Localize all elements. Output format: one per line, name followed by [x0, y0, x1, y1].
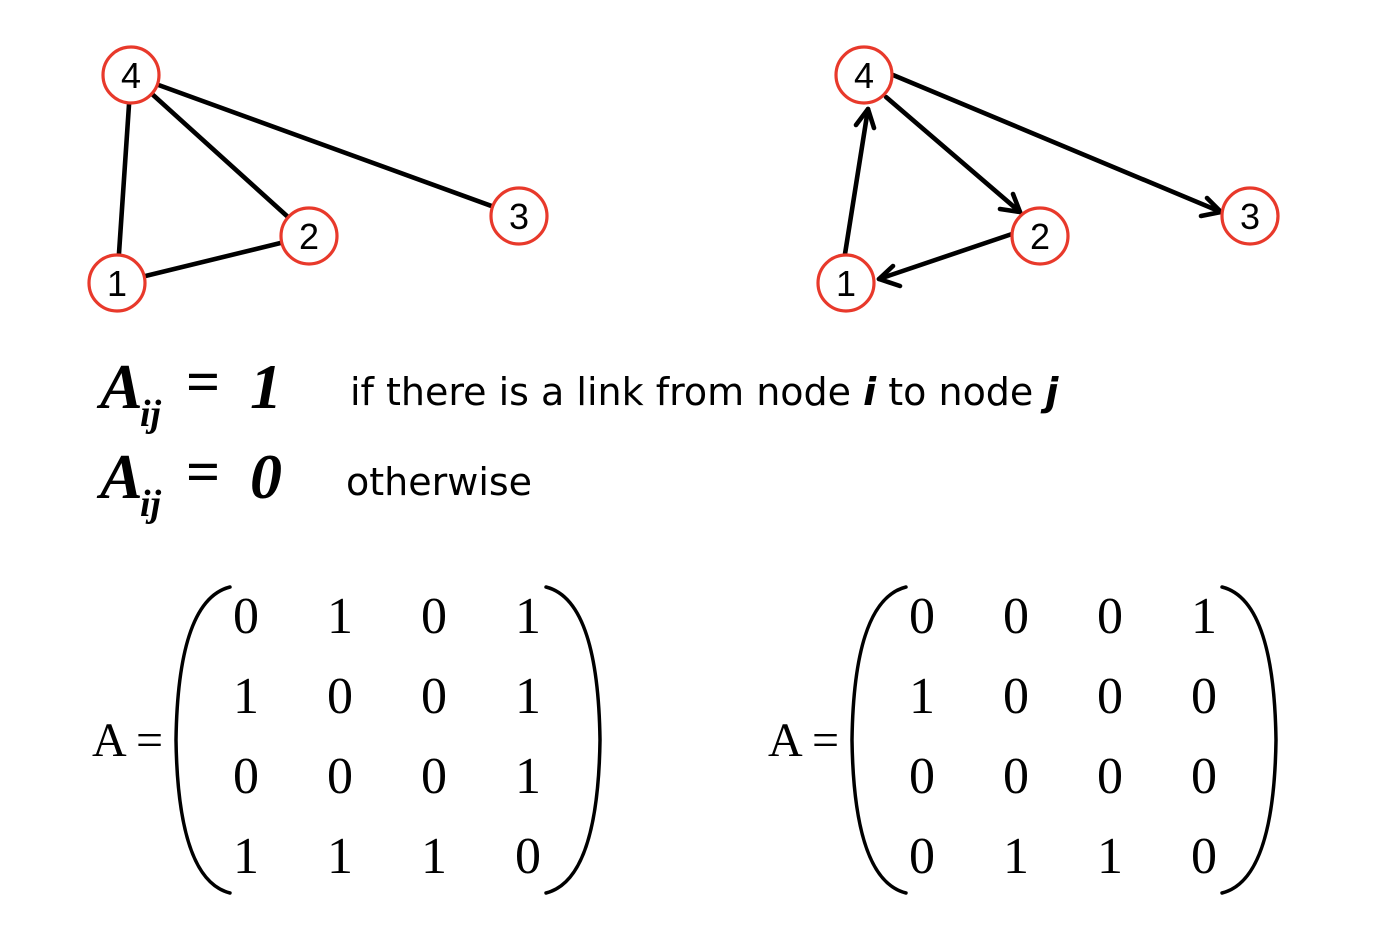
undirected-node-4: 4	[101, 45, 161, 105]
matrix-cell-r2-c2: 0	[1003, 668, 1029, 725]
text-part-a: if there is a link from node	[350, 370, 864, 414]
undirected-graph: 4 1 2 3	[87, 45, 549, 313]
matrix-cell-r4-c2: 1	[1003, 828, 1029, 885]
matrix-cell-r3-c1: 0	[233, 748, 259, 805]
svg-text:1: 1	[107, 263, 127, 304]
matrix-cell-r1-c1: 0	[909, 588, 935, 645]
matrix-cell-r2-c3: 0	[421, 668, 447, 725]
matrix-cell-r3-c4: 0	[1191, 748, 1217, 805]
matrix-cell-r4-c4: 0	[1191, 828, 1217, 885]
matrix-cell-r4-c3: 1	[421, 828, 447, 885]
matrix-cell-r1-c1: 0	[233, 588, 259, 645]
matrix-cell-r2-c4: 1	[515, 668, 541, 725]
matrix-cell-r4-c1: 1	[233, 828, 259, 885]
matrix-cell-r2-c4: 0	[1191, 668, 1217, 725]
matrix-cell-r2-c2: 0	[327, 668, 353, 725]
value-zero: 0	[250, 441, 282, 512]
right-paren	[1220, 585, 1278, 895]
arrowhead-2-to-1	[876, 263, 903, 289]
equals-sign: =	[186, 439, 221, 505]
matrix-cell-r3-c2: 0	[327, 748, 353, 805]
matrix-cell-r1-c4: 1	[1191, 588, 1217, 645]
subscript-ij: ij	[140, 483, 162, 525]
subscript-ij: ij	[140, 393, 162, 435]
matrix-cells: 0 1 0 1 1 0 0 1 0 0 0 1 1 1 1 0	[233, 588, 541, 885]
definition-text-2: otherwise	[346, 460, 533, 504]
value-one: 1	[250, 351, 282, 422]
matrix-cell-r1-c2: 0	[1003, 588, 1029, 645]
matrix-cell-r1-c2: 1	[327, 588, 353, 645]
directed-node-2: 2	[1010, 206, 1070, 266]
matrix-cell-r3-c1: 0	[909, 748, 935, 805]
matrix-cell-r4-c1: 0	[909, 828, 935, 885]
svg-text:3: 3	[1240, 196, 1260, 237]
edge-1-4	[114, 72, 134, 286]
matrix-cell-r1-c4: 1	[515, 588, 541, 645]
svg-text:2: 2	[299, 216, 319, 257]
matrix-cell-r2-c1: 1	[233, 668, 259, 725]
svg-text:1: 1	[836, 263, 856, 304]
definition-text-1: if there is a link from node i to node j	[350, 370, 1058, 414]
edge-4-to-3	[890, 72, 1224, 215]
edge-2-to-1	[876, 231, 1015, 282]
matrix-label: A =	[92, 714, 163, 767]
matrix-cell-r3-c2: 0	[1003, 748, 1029, 805]
edge-1-to-4	[842, 106, 871, 257]
matrix-cell-r4-c4: 0	[515, 828, 541, 885]
edge-1-2	[114, 233, 312, 286]
matrix-cell-r1-c3: 0	[1097, 588, 1123, 645]
undirected-edges	[114, 72, 522, 286]
undirected-node-1: 1	[87, 253, 147, 313]
edge-4-to-2	[883, 94, 1023, 215]
symbol-a: A	[100, 441, 143, 512]
right-paren	[544, 585, 602, 895]
directed-graph: 4 1 2 3	[816, 45, 1280, 313]
edge-3-4	[128, 72, 522, 219]
directed-matrix: A = 0 0 0 1 1 0 0 0 0 0 0 0 0 1 1 0	[768, 585, 1278, 895]
matrix-cell-r4-c2: 1	[327, 828, 353, 885]
matrix-cells: 0 0 0 1 1 0 0 0 0 0 0 0 0 1 1 0	[909, 588, 1217, 885]
var-j: j	[1045, 370, 1059, 414]
svg-text:4: 4	[121, 55, 141, 96]
left-paren	[850, 585, 908, 895]
matrix-cell-r3-c4: 1	[515, 748, 541, 805]
symbol-a: A	[100, 351, 143, 422]
directed-node-3: 3	[1220, 186, 1280, 246]
matrix-cell-r3-c3: 0	[421, 748, 447, 805]
svg-text:2: 2	[1030, 216, 1050, 257]
directed-node-4: 4	[834, 45, 894, 105]
var-i: i	[863, 370, 877, 414]
matrix-cell-r2-c3: 0	[1097, 668, 1123, 725]
left-paren	[174, 585, 232, 895]
svg-text:4: 4	[854, 55, 874, 96]
matrix-cell-r3-c3: 0	[1097, 748, 1123, 805]
matrix-cell-r2-c1: 1	[909, 668, 935, 725]
text-part-b: to node	[876, 370, 1046, 414]
matrix-cell-r1-c3: 0	[421, 588, 447, 645]
arrowhead-1-to-4	[853, 106, 877, 131]
undirected-node-3: 3	[489, 186, 549, 246]
arrowhead-4-to-2	[997, 191, 1023, 215]
undirected-matrix: A = 0 1 0 1 1 0 0 1 0 0 0 1 1 1 1 0	[92, 585, 602, 895]
equals-sign: =	[186, 349, 221, 415]
matrix-cell-r4-c3: 1	[1097, 828, 1123, 885]
undirected-node-2: 2	[279, 206, 339, 266]
matrix-label: A =	[768, 714, 839, 767]
directed-node-1: 1	[816, 253, 876, 313]
svg-text:3: 3	[509, 196, 529, 237]
edge-2-4	[128, 72, 312, 239]
